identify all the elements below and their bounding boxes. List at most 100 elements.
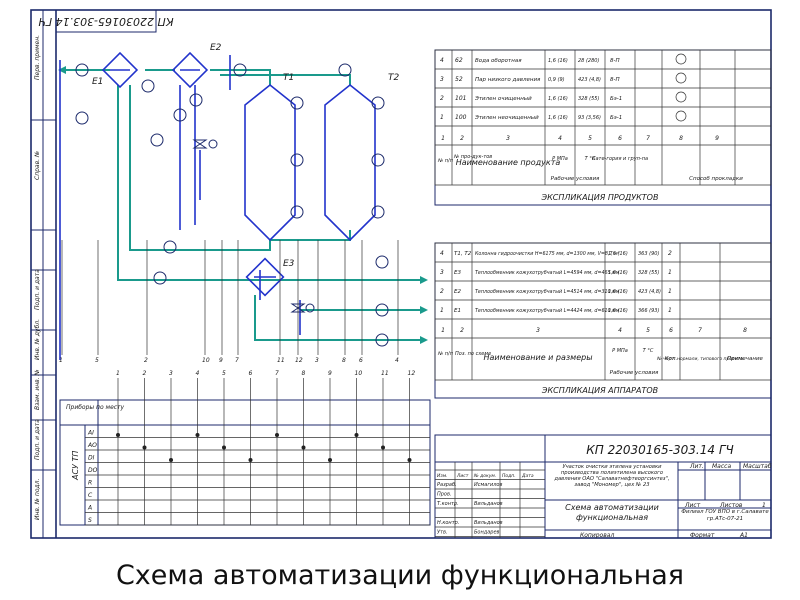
apparatus-row-num: 1 bbox=[440, 307, 444, 314]
product-row-marker bbox=[675, 53, 687, 65]
loop-number: 4 bbox=[196, 370, 200, 377]
apparatus-row-name: Теплообменник кожухотрубчатый L=4514 мм,… bbox=[475, 289, 620, 295]
control-valve-1[interactable] bbox=[192, 139, 218, 149]
role-label: Н.контр. bbox=[437, 520, 459, 526]
product-h-ways: Способ прокладки bbox=[689, 176, 743, 182]
process-lines bbox=[58, 66, 428, 344]
products-title: ЭКСПЛИКАЦИЯ ПРОДУКТОВ bbox=[541, 193, 659, 202]
product-row-name: Этилен очищенный bbox=[474, 96, 532, 102]
tag-e3: Е3 bbox=[283, 259, 295, 269]
side-label-1: Справ. № bbox=[34, 151, 41, 180]
h-podp: Подп. bbox=[502, 473, 516, 479]
control-valve-2[interactable] bbox=[290, 303, 315, 313]
role-name: Исмагилов bbox=[474, 482, 502, 488]
side-label-5: Подп. и дата bbox=[34, 419, 41, 460]
product-row-marker bbox=[675, 91, 687, 103]
product-row-p: 1,6 (16) bbox=[548, 58, 568, 64]
loop-number: 7 bbox=[275, 370, 279, 377]
apparatus-col-number: 1 bbox=[441, 327, 445, 334]
acu-row-label: R bbox=[88, 480, 92, 487]
product-col-number: 5 bbox=[588, 135, 592, 142]
side-label-0: Перв. примен. bbox=[34, 35, 41, 80]
apparatus-row-name: Теплообменник кожухотрубчатый L=4594 мм,… bbox=[475, 270, 620, 276]
product-row-marker bbox=[675, 72, 687, 84]
heat-exchanger-e1[interactable]: Е1 bbox=[92, 51, 139, 89]
apparatus-row-name: Колонна гидроочистки Н=6175 мм, d=1300 м… bbox=[475, 251, 620, 257]
product-h-work: Рабочие условия bbox=[551, 176, 600, 182]
h-sheet: Лист bbox=[684, 502, 701, 509]
bottom-line-number: 10 bbox=[202, 357, 210, 364]
side-label-6: Инв. № подл. bbox=[34, 479, 41, 520]
org-text: Филиал ГОУ ВПО в г.Салавате гр.АТс-07-21 bbox=[681, 509, 769, 522]
acu-row-label: DO bbox=[88, 467, 98, 474]
connection-dot bbox=[248, 458, 253, 462]
h-date: Дата bbox=[521, 473, 534, 479]
h-izm: Изм. bbox=[437, 473, 448, 479]
apparatus-row-num: 2 bbox=[440, 288, 444, 295]
apparatus-row-qty: 2 bbox=[668, 250, 672, 257]
utility-lines bbox=[59, 55, 301, 360]
column-t1[interactable]: Т1 bbox=[244, 73, 296, 242]
heat-exchanger-e2[interactable]: Е2 bbox=[171, 43, 222, 89]
product-row-marker bbox=[675, 110, 687, 122]
instruments-label: Приборы по месту bbox=[66, 404, 125, 411]
connection-dot bbox=[381, 445, 385, 450]
apparatus-row-qty: 1 bbox=[668, 288, 672, 295]
loop-number: 2 bbox=[143, 370, 147, 377]
apparatus-row-t: 363 (90) bbox=[638, 251, 659, 257]
product-h-code: № про-дук-тов bbox=[453, 154, 492, 160]
role-name: Вильданов bbox=[474, 520, 503, 526]
apparatus-col-number: 8 bbox=[743, 327, 747, 334]
title-description: Участок очистки этилена установки произв… bbox=[554, 464, 670, 488]
title-code: КП 22030165-303.14 ГЧ bbox=[586, 443, 733, 457]
bottom-line-number: 5 bbox=[95, 357, 99, 364]
heat-exchanger-e3[interactable]: Е3 bbox=[245, 257, 295, 297]
apparatus-h-num: № п/п bbox=[437, 351, 454, 357]
tag-t1: Т1 bbox=[283, 73, 294, 83]
loop-number: 1 bbox=[116, 370, 120, 377]
loop-number: 6 bbox=[249, 370, 253, 377]
product-row-name: Вода оборотная bbox=[475, 58, 522, 64]
org-box: Филиал ГОУ ВПО в г.Салавате гр.АТс-07-21 bbox=[681, 509, 769, 522]
scheme-svg: Перв. примен. Справ. № Подп. и дата Инв.… bbox=[30, 9, 772, 539]
product-row-cat: 8-П bbox=[610, 77, 620, 83]
product-col-number: 6 bbox=[618, 135, 622, 142]
apparatus-col-number: 2 bbox=[460, 327, 464, 334]
drawing-name-box: Схема автоматизации функциональная bbox=[565, 503, 659, 522]
sheets-value: 1 bbox=[762, 502, 766, 509]
role-label: Пров. bbox=[437, 492, 452, 498]
apparatus-row-qty: 1 bbox=[668, 269, 672, 276]
role-label: Утв. bbox=[437, 530, 448, 536]
tag-e1: Е1 bbox=[92, 77, 103, 87]
title-description-box: Участок очистки этилена установки произв… bbox=[554, 464, 670, 488]
field-instruments bbox=[75, 63, 389, 347]
apparatus-row-p: 1,6 (16) bbox=[608, 289, 628, 295]
loop-number: 10 bbox=[355, 370, 363, 377]
apparatus-row-qty: 1 bbox=[668, 307, 672, 314]
role-label: Т.контр. bbox=[437, 501, 459, 507]
code-stamp-text: КП 22030165-303.14 ГЧ bbox=[38, 15, 174, 28]
apparatus-h-draw: № черт. нормали, типового проекта bbox=[656, 356, 743, 362]
h-mass: Масса bbox=[712, 463, 731, 470]
loop-number: 11 bbox=[381, 370, 389, 377]
product-row-num: 4 bbox=[440, 57, 444, 64]
apparatus-row-t: 328 (55) bbox=[638, 270, 659, 276]
product-h-name: Наименование продукта bbox=[456, 158, 561, 167]
apparatus-row-code: Е2 bbox=[454, 289, 461, 295]
bottom-line-number: 2 bbox=[144, 357, 148, 364]
role-label: Разраб. bbox=[437, 482, 457, 488]
acu-label: АСУ ТП bbox=[71, 451, 80, 481]
product-col-number: 8 bbox=[679, 135, 683, 142]
loop-number: 5 bbox=[222, 370, 226, 377]
apparatus-row-t: 366 (93) bbox=[638, 308, 659, 314]
drawing-sheet: Перв. примен. Справ. № Подп. и дата Инв.… bbox=[30, 9, 772, 539]
apparatus-col-number: 6 bbox=[669, 327, 673, 334]
product-col-number: 3 bbox=[506, 135, 510, 142]
connection-dot bbox=[169, 458, 173, 462]
apparatus-title: ЭКСПЛИКАЦИЯ АППАРАТОВ bbox=[541, 386, 658, 395]
side-label-2: Подп. и дата bbox=[34, 269, 41, 310]
column-t2[interactable]: Т2 bbox=[324, 73, 399, 242]
